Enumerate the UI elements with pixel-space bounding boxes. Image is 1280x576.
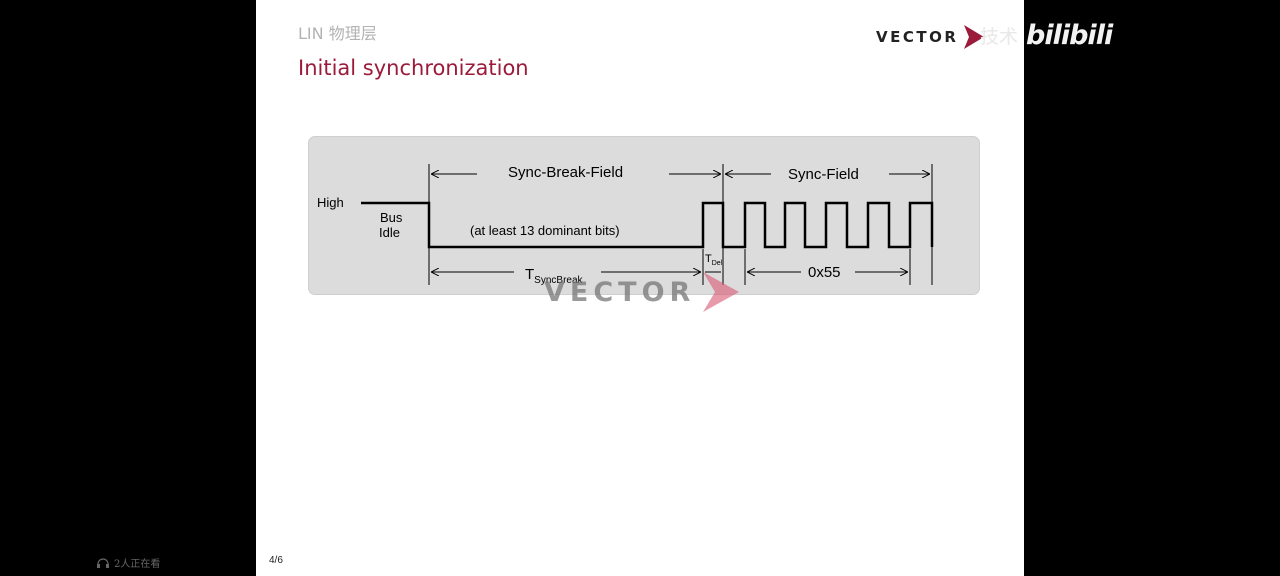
breadcrumb: LIN 物理层 bbox=[298, 24, 377, 43]
t-del-sub: Del bbox=[712, 260, 723, 267]
vector-logo-text: VECTOR bbox=[876, 28, 959, 46]
headphones-icon bbox=[97, 557, 109, 568]
sync-value-label: 0x55 bbox=[808, 264, 841, 281]
level-high-label: High bbox=[317, 195, 344, 210]
viewer-count: 2人正在看 bbox=[96, 555, 160, 570]
sync-break-field-label: Sync-Break-Field bbox=[508, 164, 623, 181]
lin-signal-waveform bbox=[361, 201, 934, 249]
viewer-count-text: 2人正在看 bbox=[114, 559, 161, 570]
slide-title: Initial synchronization bbox=[298, 56, 529, 80]
channel-watermark: 技术 bilibili bbox=[980, 20, 1113, 51]
sync-field-label: Sync-Field bbox=[788, 166, 859, 183]
t-del-label: TDel bbox=[705, 253, 723, 267]
t-syncbreak-sub: SyncBreak bbox=[534, 275, 583, 286]
t-syncbreak-main: T bbox=[525, 266, 534, 283]
chevron-right-icon bbox=[964, 25, 985, 49]
channel-text: 技术 bbox=[980, 26, 1019, 48]
bus-idle-label-2: Idle bbox=[379, 225, 400, 240]
timing-diagram: High Bus Idle Sync-Break-Field Sync-Fiel… bbox=[308, 136, 980, 295]
slide-canvas: LIN 物理层 Initial synchronization VECTOR bbox=[256, 0, 1024, 576]
timing-diagram-svg: High Bus Idle Sync-Break-Field Sync-Fiel… bbox=[317, 164, 934, 286]
watermark-logo: VECTOR bbox=[544, 272, 740, 312]
t-syncbreak-label: TSyncBreak bbox=[525, 266, 584, 286]
t-del-main: T bbox=[705, 253, 712, 265]
bilibili-logo: bilibili bbox=[1026, 20, 1113, 51]
page-indicator: 4/6 bbox=[269, 555, 283, 566]
vector-logo: VECTOR bbox=[876, 25, 985, 49]
watermark-chevron-icon bbox=[703, 272, 740, 312]
dominant-bits-note: (at least 13 dominant bits) bbox=[470, 223, 620, 238]
bus-idle-label-1: Bus bbox=[380, 210, 403, 225]
watermark-logo-text: VECTOR bbox=[544, 276, 696, 308]
